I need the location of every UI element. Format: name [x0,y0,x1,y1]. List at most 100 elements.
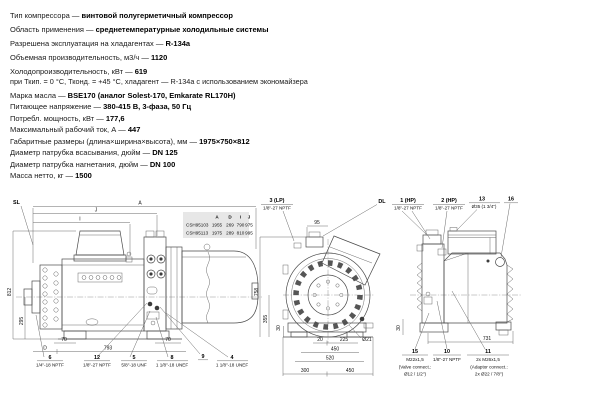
callout-note: Ø12 / 1/2") [404,372,427,377]
callout-note: (Adaptor connect.: [470,365,508,370]
callout-num: 13 [479,197,485,203]
discharge-cap [305,236,324,248]
spec-item: Марка масла — BSE170 (аналог Solest-170,… [10,90,236,100]
svg-text:810: 810 [237,231,245,236]
end-view [282,231,381,343]
dim-300: 300 [301,368,310,374]
right-view [410,227,522,336]
motor-barrel [181,250,259,324]
discharge-line-label: DL [378,199,386,205]
spec-item: Тип компрессора — винтовой полугерметичн… [10,11,233,20]
spec-item: Холодопроизводительность, кВт — 619 [10,67,148,76]
table-header: D [228,215,232,220]
port-block [143,230,167,332]
motor-housing [443,252,508,324]
side-view [16,230,262,340]
callout-num: 12 [94,355,100,361]
callout-num: 10 [444,349,450,355]
dim-30: 30 [276,325,282,331]
dim-A: A [138,201,142,207]
callout-num: 3 (LP) [270,198,285,204]
callout-num: 6 [49,355,52,361]
end-view-dimensions: 95 758 355 30 20 225 Ø21 450 520 300 450 [254,220,374,377]
callout-spec: Ø35 (1 3/4") [472,204,497,209]
callout-num: 9 [202,354,205,360]
spec-item: Объемная производительность, м3/ч — 1120 [10,53,168,62]
dim-20: 20 [317,337,323,343]
terminal-box-angled [321,235,381,286]
callout-note: 2x Ø22 / 7/8") [475,372,504,377]
dim-812: 812 [7,288,13,297]
callout-spec: M22x1,5 [406,357,424,362]
spec-item: Диаметр патрубка всасывания, дюйм — DN 1… [10,148,178,157]
dim-295: 295 [19,317,25,326]
sl-label: SL [13,200,34,246]
technical-drawing: A J I 812 295 70 70 D 793 SL 3 (LP) 1/8"… [7,197,522,377]
callout-spec: 1 1/8"-18 UNEF [216,363,248,368]
svg-text:289: 289 [226,231,234,236]
dim-J: J [95,208,98,214]
dim-450b: 450 [346,368,355,374]
spec-note: при Ткип. = 0 °С, Тконд. = +45 °С, хлада… [10,76,308,86]
table-header: J [248,215,251,220]
dim-225: 225 [340,337,349,343]
callout-num: 4 [231,355,234,361]
callout-spec: 1/8"-27 NPTF [263,206,291,211]
boss-16 [495,257,505,267]
spec-item: Потребл. мощность, кВт — 177,6 [10,113,125,123]
spec-item: Разрешена эксплуатация на хладагентах — … [10,39,191,48]
right-view-dimensions: 30 731 [396,319,514,344]
dim-D: D [43,346,47,352]
svg-text:790: 790 [237,223,245,228]
callout-spec: 5/8"-18 UNF [121,363,147,368]
svg-text:995: 995 [245,231,253,236]
dim-I: I [79,217,80,223]
spec-item: Область применения — среднетемпературные… [10,25,269,34]
spec-item: Максимальный рабочий ток, А — 447 [10,125,141,134]
callout-num: 8 [171,355,174,361]
dim-450a: 450 [331,347,340,353]
svg-text:1955: 1955 [212,223,223,228]
dim-70b: 70 [165,337,171,343]
callout-spec: 1/8"-27 NPTF [433,357,461,362]
suction-line-label: SL [13,200,21,206]
callout-spec: 1 1/8"-18 UNEF [156,363,188,368]
model-table: A D I J CSH95103 1955 269 790 975 CSH951… [183,212,253,238]
terminal-box-side [447,230,497,255]
dim-dia21: Ø21 [362,337,372,343]
spec-item: Габаритные размеры (длина×ширина×высота)… [10,136,250,146]
callout-num: 5 [133,355,136,361]
spec-item: Диаметр патрубка нагнетания, дюйм — DN 1… [10,159,176,169]
spec-list: Тип компрессора — винтовой полугерметичн… [10,12,570,180]
callout-spec: 1/8"-27 NPTF [435,206,463,211]
callout-spec: 2x M26x1,5 [476,357,500,362]
dim-758: 758 [254,288,260,297]
svg-text:1975: 1975 [212,231,223,236]
flange-bolts [42,267,59,328]
table-header: I [240,215,241,220]
side-view-dimensions: A J I 812 295 70 70 D 793 [7,201,257,354]
bolt-ring [293,260,363,330]
model-name: CSH95103 [186,223,209,228]
table-row: CSH95103 1955 269 790 975 [186,223,253,228]
dim-95: 95 [314,220,320,226]
dl-label: DL [322,199,386,237]
model-name: CSH95113 [186,231,209,236]
svg-text:975: 975 [245,223,253,228]
dim-793: 793 [104,346,113,352]
lifting-eye [203,243,211,251]
callout-spec: 1/4"-18 NPTF [36,363,64,368]
callout-spec: 1/8"-27 NPTF [83,363,111,368]
dim-731: 731 [483,336,492,342]
terminal-box [73,230,133,283]
callout-3lp: 3 (LP) 1/8"-27 NPTF [261,198,295,242]
callout-note: (Valve connect.: [399,365,432,370]
hp2-fitting [437,248,447,256]
spec-item: Масса нетто, кг — 1500 [10,171,92,180]
callout-spec: 1/8"-27 NPTF [394,206,422,211]
dim-70a: 70 [61,337,67,343]
right-view-callouts-bottom: 15 M22x1,5 (Valve connect.: Ø12 / 1/2") … [399,290,509,377]
svg-text:269: 269 [226,223,234,228]
table-row: CSH95113 1975 289 810 995 [186,231,253,236]
